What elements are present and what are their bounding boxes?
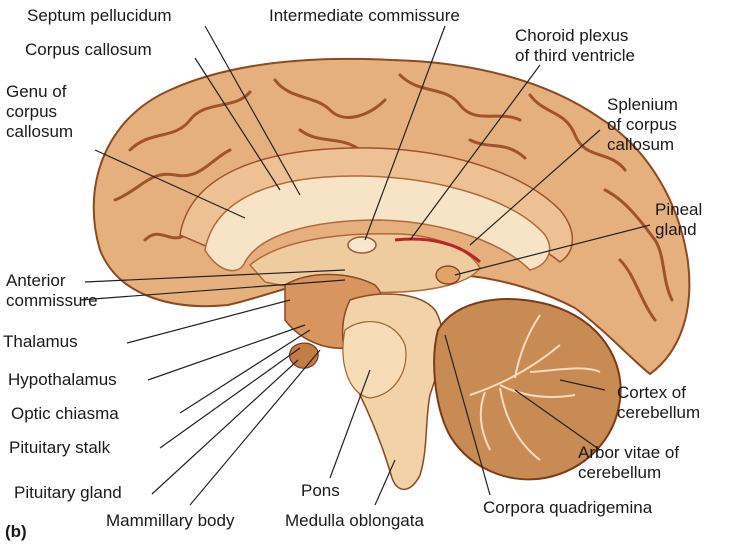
label-arbor-vitae-line2: cerebellum (578, 463, 679, 483)
label-medulla-oblongata: Medulla oblongata (285, 511, 424, 531)
label-pituitary-stalk: Pituitary stalk (9, 438, 110, 458)
label-cortex-cerebellum-line2: cerebellum (617, 403, 700, 423)
label-thalamus: Thalamus (3, 332, 78, 352)
label-splenium-line1: Splenium (607, 95, 678, 115)
label-anterior-commissure-line1: Anterior (6, 271, 98, 291)
label-arbor-vitae: Arbor vitae of cerebellum (578, 443, 679, 483)
label-pons: Pons (301, 481, 340, 501)
label-cortex-cerebellum: Cortex of cerebellum (617, 383, 700, 423)
label-pineal-line2: gland (655, 220, 702, 240)
label-pituitary-gland: Pituitary gland (14, 483, 122, 503)
label-anterior-commissure-line2: commissure (6, 291, 98, 311)
label-splenium-line2: of corpus (607, 115, 678, 135)
label-anterior-commissure: Anterior commissure (6, 271, 98, 311)
label-splenium-line3: callosum (607, 135, 678, 155)
label-pineal-line1: Pineal (655, 200, 702, 220)
intermediate-commissure-shape (348, 237, 376, 253)
label-genu-line2: corpus (6, 102, 73, 122)
label-genu: Genu of corpus callosum (6, 82, 73, 142)
label-septum-pellucidum: Septum pellucidum (27, 6, 172, 26)
label-choroid-plexus-line2: of third ventricle (515, 46, 635, 66)
label-hypothalamus: Hypothalamus (8, 370, 117, 390)
label-genu-line3: callosum (6, 122, 73, 142)
label-corpus-callosum: Corpus callosum (25, 40, 152, 60)
label-optic-chiasma: Optic chiasma (11, 404, 119, 424)
label-mammillary-body: Mammillary body (106, 511, 234, 531)
label-genu-line1: Genu of (6, 82, 73, 102)
label-choroid-plexus: Choroid plexus of third ventricle (515, 26, 635, 66)
label-splenium: Splenium of corpus callosum (607, 95, 678, 155)
panel-label: (b) (5, 522, 27, 542)
label-cortex-cerebellum-line1: Cortex of (617, 383, 700, 403)
label-arbor-vitae-line1: Arbor vitae of (578, 443, 679, 463)
label-corpora-quadrigemina: Corpora quadrigemina (483, 498, 652, 518)
label-intermediate-commissure: Intermediate commissure (269, 6, 460, 26)
label-choroid-plexus-line1: Choroid plexus (515, 26, 635, 46)
label-pineal: Pineal gland (655, 200, 702, 240)
